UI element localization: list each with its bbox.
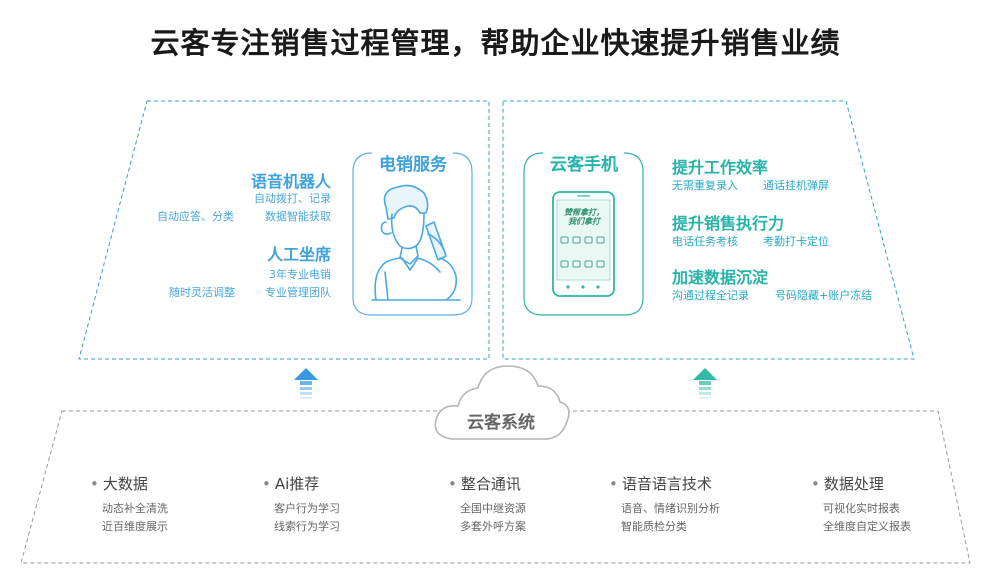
agent-line1: 3年专业电销 — [269, 268, 331, 281]
bottom-item-line1: 语音、情绪识别分析 — [621, 502, 720, 515]
bottom-panel-frame — [20, 410, 971, 564]
bottom-item-heading: 语音语言技术 — [621, 475, 712, 493]
cloud-label: 云客系统 — [467, 413, 535, 433]
feature-detail-b: 考勤打卡定位 — [763, 235, 829, 248]
bullet-icon: • — [90, 475, 99, 493]
bullet-icon: • — [262, 475, 271, 493]
bottom-item: •大数据 动态补全清洗 近百维度展示 — [90, 473, 168, 536]
bullet-icon: • — [448, 475, 457, 493]
page-title: 云客专注销售过程管理，帮助企业快速提升销售业绩 — [150, 26, 841, 60]
bottom-item-line1: 全国中继资源 — [460, 502, 526, 515]
bottom-item-line1: 动态补全清洗 — [102, 502, 168, 515]
bottom-item-line2: 线索行为学习 — [274, 520, 340, 533]
bottom-item-line2: 多套外呼方案 — [460, 520, 526, 533]
bottom-item-heading: 数据处理 — [823, 475, 884, 493]
bullet-icon: • — [811, 475, 820, 493]
right-box-outline — [523, 152, 644, 316]
up-arrow-left-icon — [294, 368, 318, 399]
bullet-icon: • — [609, 475, 618, 493]
robot-line1: 自动拨打、记录 — [254, 192, 331, 205]
left-box-outline — [352, 152, 473, 316]
left-box-title: 电销服务 — [379, 155, 447, 175]
bottom-item-heading: 整合通讯 — [460, 475, 521, 493]
bottom-item-heading: 大数据 — [102, 475, 148, 493]
bottom-item-line2: 近百维度展示 — [102, 520, 168, 533]
right-panel-frame — [502, 100, 915, 360]
left-panel-frame — [78, 100, 490, 360]
phone-illustration — [552, 191, 615, 297]
bottom-item: •Ai推荐 客户行为学习 线索行为学习 — [262, 473, 340, 536]
right-box-title: 云客手机 — [550, 155, 618, 175]
bottom-item-line1: 可视化实时报表 — [823, 502, 900, 515]
robot-line2b: 数据智能获取 — [265, 210, 331, 223]
robot-line2a: 自动应答、分类 — [157, 210, 234, 223]
feature-heading: 提升销售执行力 — [672, 214, 785, 233]
agent-line2a: 随时灵活调整 — [169, 286, 235, 299]
agent-heading: 人工坐席 — [266, 245, 331, 264]
feature-detail-a: 沟通过程全记录 — [672, 289, 749, 302]
phone-screen-text: 赞帮拿打， 我们拿打 — [564, 208, 604, 226]
bottom-item-line2: 全维度自定义报表 — [823, 520, 911, 533]
feature-detail-b: 通话挂机弹屏 — [763, 179, 829, 192]
feature-detail-a: 电话任务考核 — [672, 235, 738, 248]
feature-heading: 加速数据沉淀 — [672, 268, 769, 287]
robot-heading: 语音机器人 — [250, 172, 331, 191]
agent-line2b: 专业管理团队 — [265, 286, 331, 299]
up-arrow-right-icon — [693, 368, 717, 399]
feature-detail-b: 号码隐藏+账户冻结 — [775, 289, 873, 302]
bottom-item-line1: 客户行为学习 — [274, 502, 340, 515]
telemarketer-illustration — [371, 184, 461, 301]
bottom-item-line2: 智能质检分类 — [621, 520, 687, 533]
feature-detail-a: 无需重复录入 — [672, 179, 738, 192]
bottom-item: •语音语言技术 语音、情绪识别分析 智能质检分类 — [609, 473, 720, 536]
cloud-shape — [434, 365, 570, 440]
bottom-item: •数据处理 可视化实时报表 全维度自定义报表 — [811, 473, 911, 536]
bottom-item-heading: Ai推荐 — [274, 475, 320, 493]
bottom-item: •整合通讯 全国中继资源 多套外呼方案 — [448, 473, 526, 536]
feature-heading: 提升工作效率 — [672, 158, 769, 177]
